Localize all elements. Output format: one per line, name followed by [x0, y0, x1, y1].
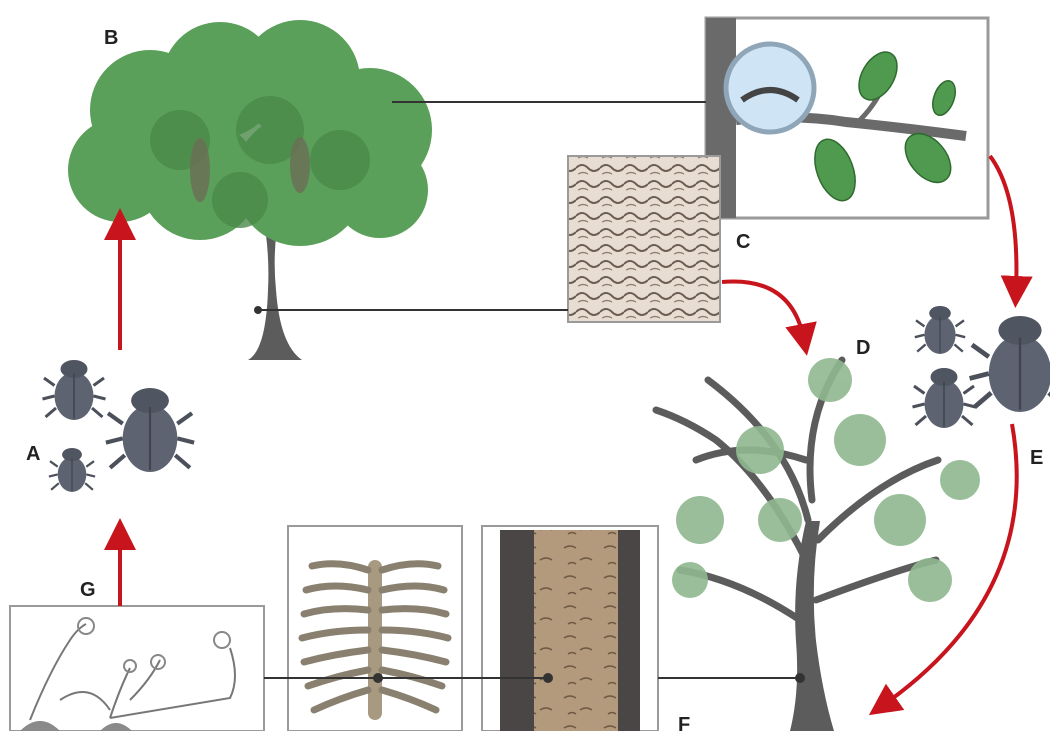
label-f: F: [678, 714, 690, 731]
label-b: B: [104, 27, 118, 49]
wood-fiber-inset: [568, 156, 720, 322]
label-e: E: [1030, 447, 1043, 469]
beetles-group-e: [913, 306, 1050, 428]
label-c: C: [736, 231, 750, 253]
bark-section-inset: [482, 526, 658, 731]
label-g: G: [80, 579, 96, 601]
label-a: A: [26, 443, 40, 465]
fungus-spores-inset: [10, 606, 264, 731]
arrow-inset-to-e: [990, 156, 1016, 292]
label-d: D: [856, 337, 870, 359]
arrow-c-to-d: [722, 281, 804, 340]
beetles-group-a: [43, 360, 195, 492]
branch-inset: [706, 18, 988, 218]
larva-gallery-inset: [288, 526, 462, 731]
